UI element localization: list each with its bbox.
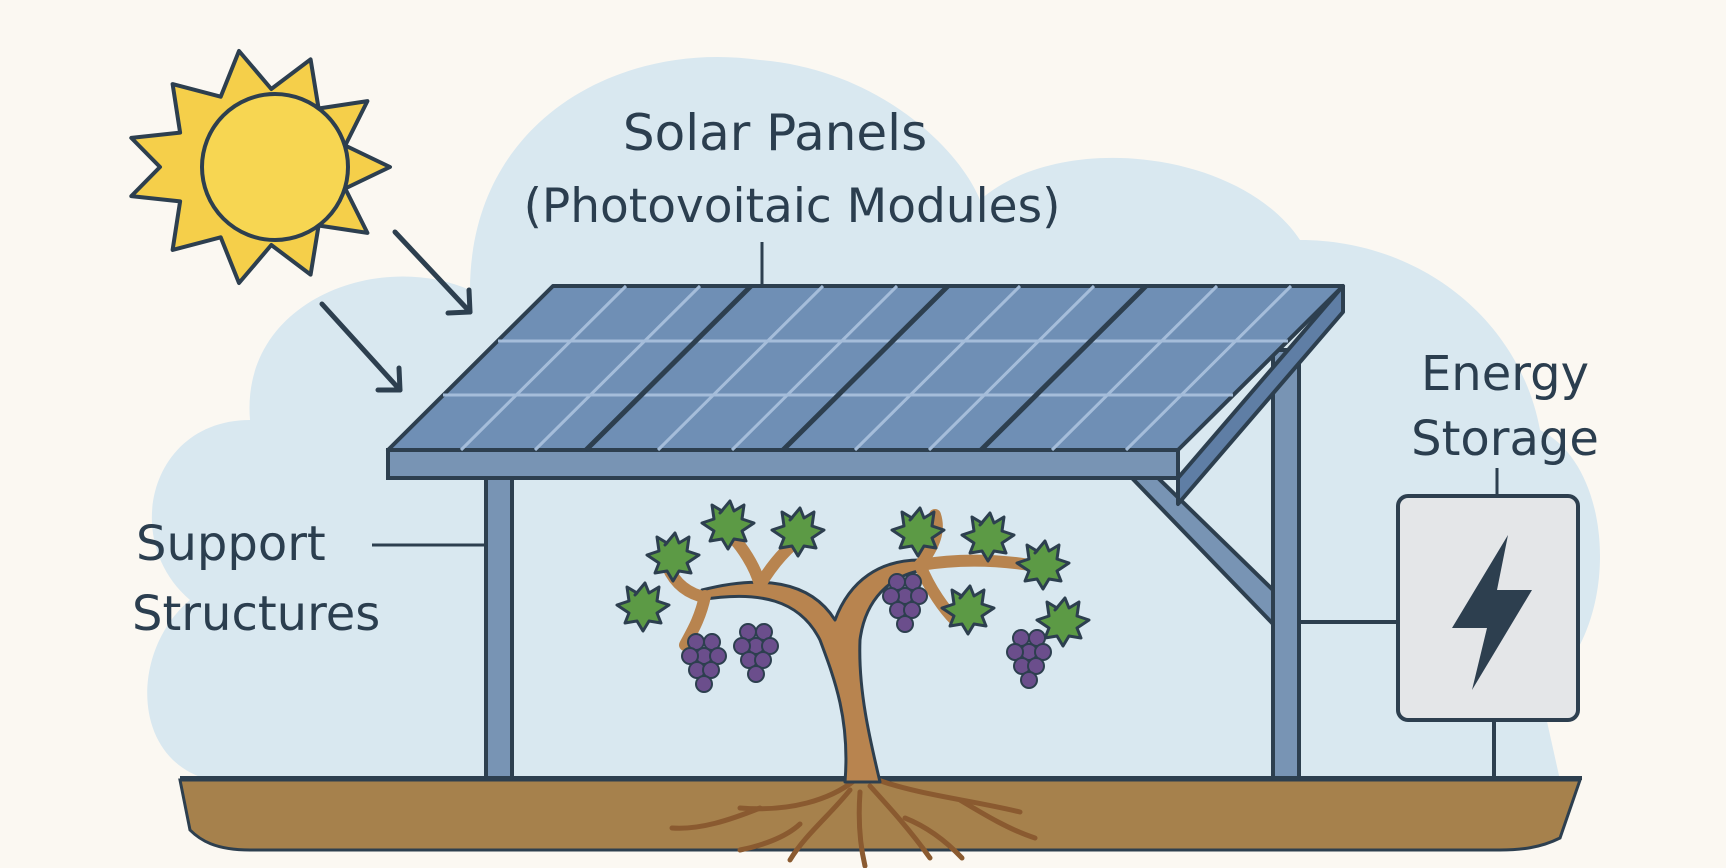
support-post-right — [1271, 348, 1301, 780]
support-structures-line1: Support — [136, 516, 326, 572]
solar-panels-subtitle: (Photovoitaic Modules) — [524, 179, 1061, 234]
support-structures-label: Support Structures — [132, 516, 380, 642]
vine-leaf — [1035, 596, 1091, 648]
solar-panel-array — [386, 284, 1345, 506]
sunlight-arrows — [319, 229, 473, 393]
grape-cluster — [681, 633, 727, 693]
vine-leaf — [615, 581, 671, 633]
sunlight-arrow — [392, 229, 473, 316]
solar-module-divider — [979, 284, 1148, 452]
support-post-left — [484, 474, 514, 780]
sunlight-arrow — [319, 301, 403, 393]
label-leaders — [372, 242, 1499, 547]
vine-trunk — [698, 558, 926, 784]
energy-storage-line1: Energy — [1421, 346, 1589, 402]
solar-module-divider — [584, 284, 753, 452]
lightning-bolt-icon — [1452, 535, 1532, 690]
vine-roots — [669, 777, 1038, 868]
energy-storage-unit — [1299, 494, 1580, 778]
vine-leaf — [940, 584, 996, 636]
energy-storage-label: Energy Storage — [1411, 346, 1599, 467]
energy-storage-line2: Storage — [1411, 411, 1599, 467]
vine-leaf — [960, 511, 1016, 563]
solar-panels-label: Solar Panels (Photovoitaic Modules) — [524, 104, 1061, 234]
vine-leaf — [700, 499, 756, 551]
solar-panels-title: Solar Panels — [623, 104, 927, 162]
ground — [178, 776, 1583, 852]
sun-icon — [129, 49, 392, 285]
grape-cluster — [1006, 629, 1052, 689]
vine-leaf — [890, 506, 946, 558]
grape-cluster — [733, 623, 779, 683]
solar-module-divider — [781, 284, 950, 452]
vine-leaf — [645, 531, 701, 583]
support-structures-line2: Structures — [132, 586, 380, 642]
grapevine — [615, 499, 1091, 868]
grape-cluster — [882, 573, 928, 633]
vine-leaf — [770, 506, 826, 558]
vine-leaf — [1015, 539, 1071, 591]
